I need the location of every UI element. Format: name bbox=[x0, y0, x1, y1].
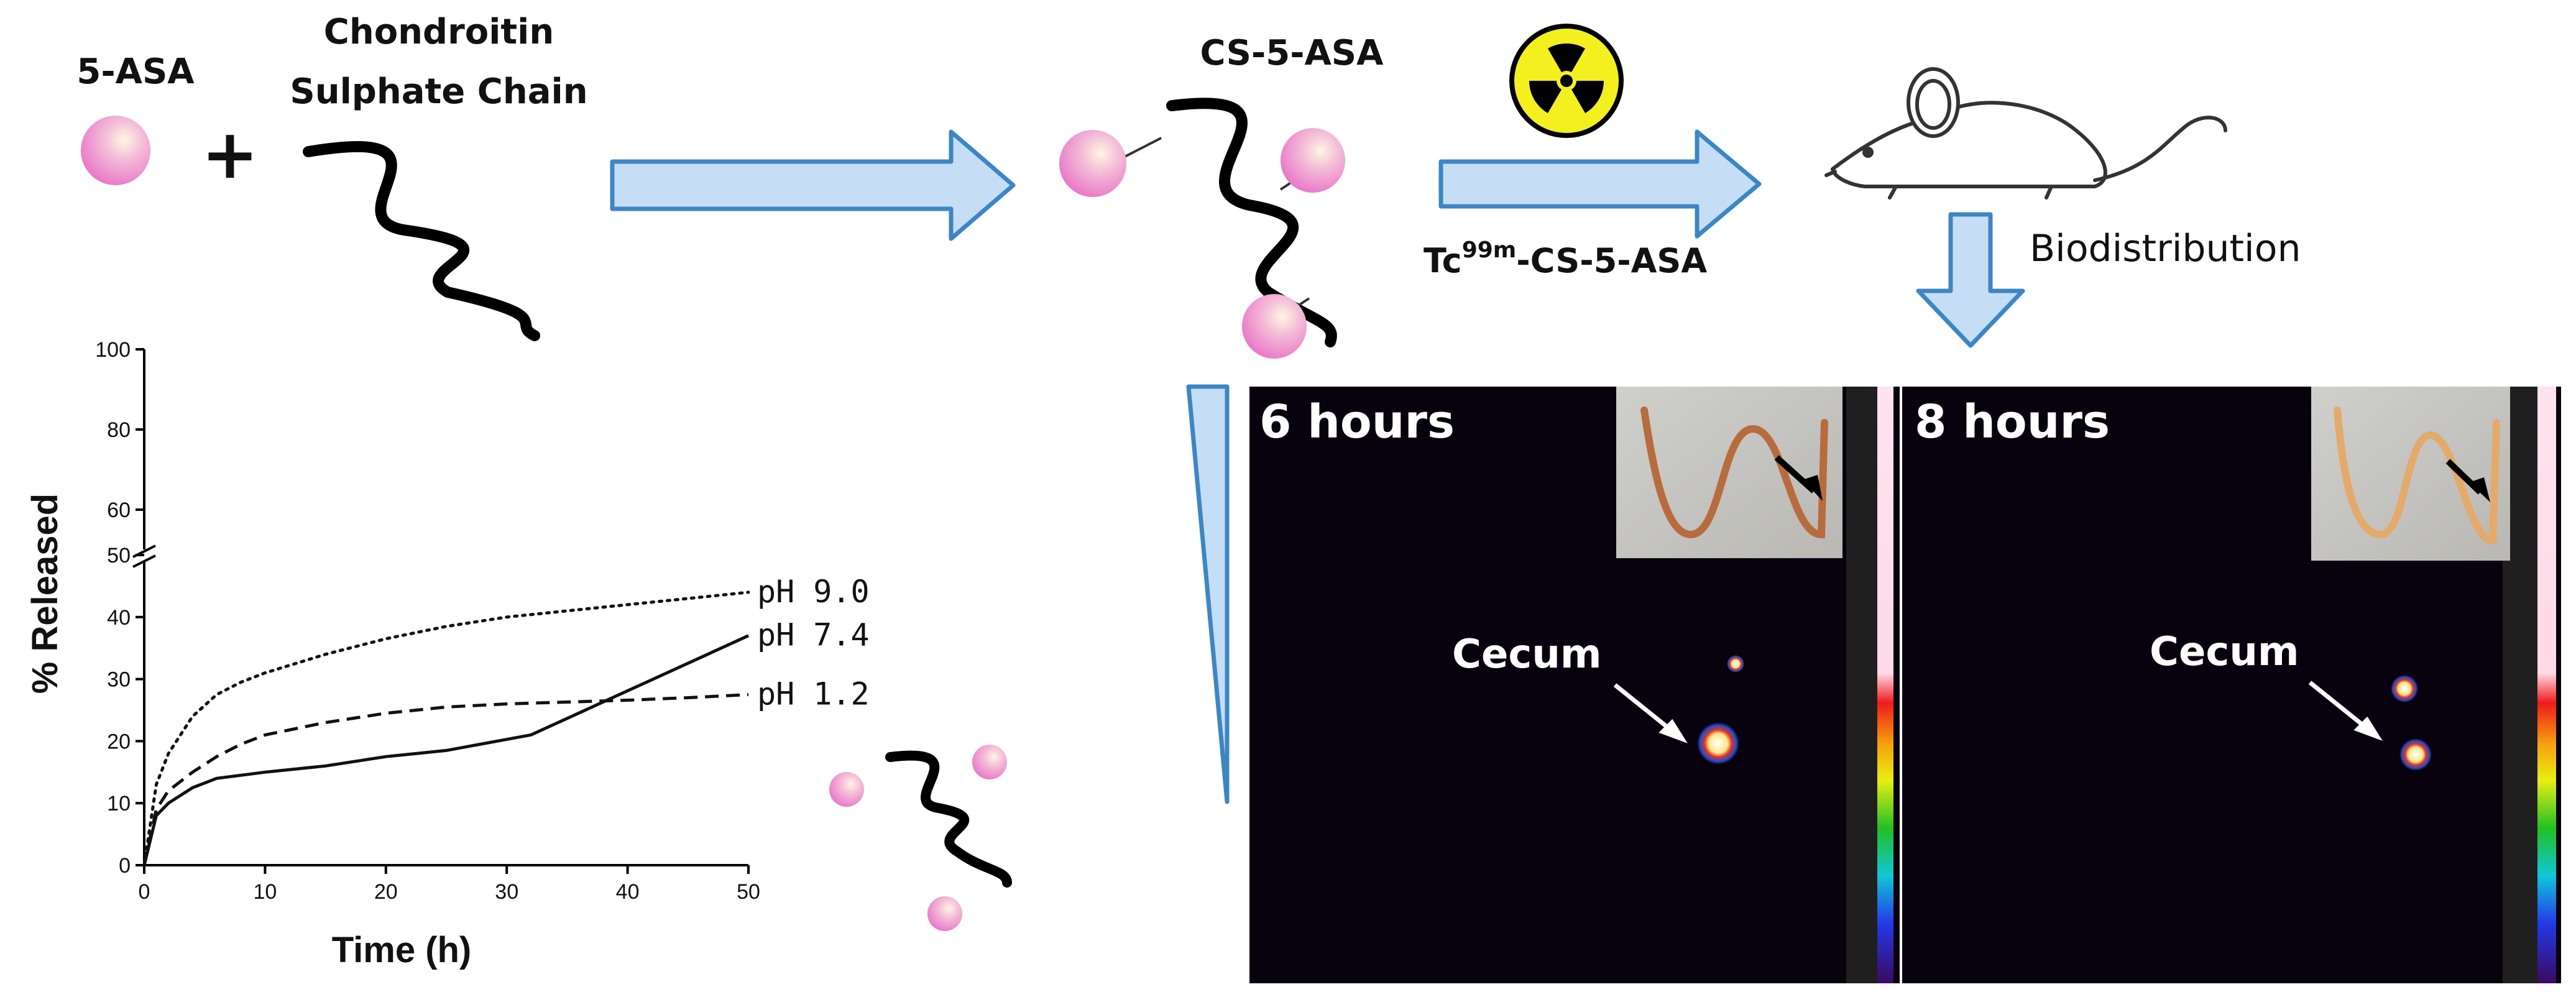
hotspot-cecum-6h bbox=[1697, 722, 1739, 765]
y-tick-label: 60 bbox=[107, 498, 131, 522]
plus-sign: + bbox=[201, 114, 259, 194]
released-fragments bbox=[829, 745, 1012, 931]
y-tick-label: 10 bbox=[107, 792, 131, 815]
x-tick-label: 40 bbox=[616, 880, 640, 904]
release-chart: 0 10 20 30 40 50 60 80 100 0 10 20 30 40 50 pH 9.0 pH 7… bbox=[25, 338, 870, 970]
y-tick-label: 0 bbox=[119, 854, 131, 878]
y-tick-label: 30 bbox=[107, 668, 131, 692]
series-label: pH 7.4 bbox=[757, 617, 870, 653]
drug-bead bbox=[81, 116, 150, 185]
series-label: pH 1.2 bbox=[757, 676, 870, 712]
y-tick-label: 100 bbox=[95, 338, 131, 362]
arrow-conjugation bbox=[610, 129, 1016, 241]
radiolabel-label: Tc99m-CS-5-ASA bbox=[1424, 237, 1707, 280]
y-tick-label: 50 bbox=[107, 544, 131, 567]
arrow-radiolabel bbox=[1438, 129, 1762, 239]
intensity-colorbar bbox=[1877, 387, 1893, 983]
y-tick-label: 40 bbox=[107, 606, 131, 630]
y-axis-title: % Released bbox=[25, 494, 65, 694]
scan-time-8h: 8 hours bbox=[1915, 395, 2110, 449]
x-tick-label: 20 bbox=[374, 880, 398, 904]
x-tick-label: 0 bbox=[139, 880, 150, 904]
series-label: pH 9.0 bbox=[757, 574, 870, 610]
organ-label-8h: Cecum bbox=[2150, 629, 2299, 675]
intensity-colorbar bbox=[2537, 387, 2556, 983]
series-line-ph-1-2 bbox=[142, 693, 749, 866]
mouse-illustration bbox=[1824, 67, 2227, 200]
x-tick-label: 50 bbox=[737, 880, 760, 904]
polymer-label-line1: Chondroitin bbox=[324, 12, 554, 52]
x-axis-title: Time (h) bbox=[332, 930, 472, 970]
series-line-ph-9-0 bbox=[142, 590, 750, 867]
y-tick-label: 20 bbox=[107, 730, 131, 753]
conjugate-label: CS-5-ASA bbox=[1200, 33, 1384, 73]
biodistribution-label: Biodistribution bbox=[2030, 227, 2301, 270]
polymer-chain bbox=[303, 141, 540, 341]
polymer-label-line2: Sulphate Chain bbox=[290, 71, 587, 112]
scan-panel-8h: 8 hours Cecum bbox=[1902, 387, 2561, 983]
series-line-ph-7-4 bbox=[142, 634, 750, 866]
organ-label-6h: Cecum bbox=[1452, 631, 1602, 677]
arrow-biodistribution bbox=[1916, 212, 2025, 348]
y-tick-label: 80 bbox=[107, 418, 131, 442]
hotspot-cecum-8h bbox=[2399, 738, 2432, 771]
radiation-icon bbox=[1509, 24, 1624, 138]
conjugate-molecule bbox=[1059, 98, 1345, 359]
x-tick-label: 30 bbox=[495, 880, 518, 904]
scan-time-6h: 6 hours bbox=[1259, 395, 1455, 449]
x-tick-label: 10 bbox=[253, 880, 277, 904]
arrow-release bbox=[1186, 384, 1230, 804]
scan-panel-6h: 6 hours Cecum bbox=[1249, 387, 1900, 983]
drug-label: 5-ASA bbox=[76, 52, 195, 92]
